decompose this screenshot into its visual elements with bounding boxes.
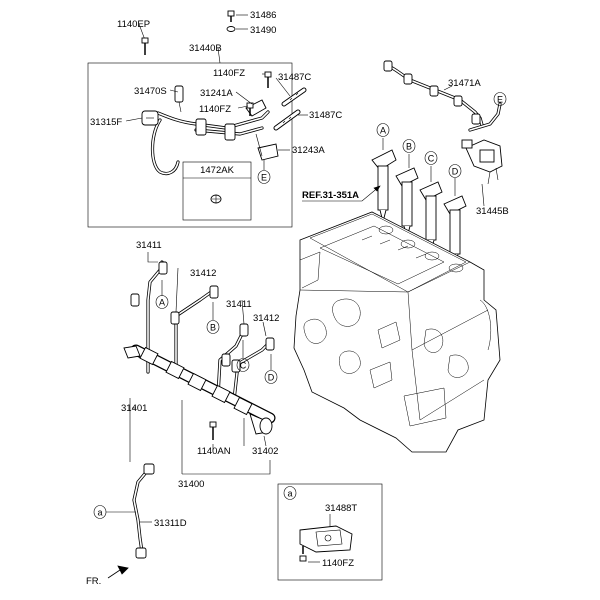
connector-31487C-lower-icon <box>273 109 301 131</box>
label-1140AN: 1140AN <box>197 446 231 457</box>
bolt-31486-icon <box>227 10 235 22</box>
bolt-1140FZ-icon <box>246 102 254 116</box>
svg-text:E: E <box>261 173 267 183</box>
svg-text:D: D <box>268 373 275 383</box>
marker-C-injector: C <box>424 151 438 165</box>
label-31486: 31486 <box>250 10 276 21</box>
svg-text:E: E <box>497 95 503 105</box>
marker-D-injector: D <box>448 164 462 178</box>
svg-text:D: D <box>452 167 459 177</box>
connector-31487C-upper-icon <box>281 87 307 107</box>
bolt-1140FZ-detail-icon <box>299 546 307 562</box>
marker-a-detail: a <box>283 486 297 500</box>
fuel-rail-31400-icon <box>123 344 276 435</box>
fitting-31470S-icon <box>174 85 184 113</box>
bolt-1140EP-icon <box>141 37 149 55</box>
label-31401: 31401 <box>121 403 147 414</box>
detail-box-a: a 31488T 1140FZ <box>277 483 383 581</box>
label-31490: 31490 <box>250 25 276 36</box>
hose-clamp-icon <box>224 123 236 141</box>
clip-detail-box <box>182 161 252 221</box>
bracket-31488T-icon <box>299 525 353 553</box>
label-1472AK: 1472AK <box>200 165 234 176</box>
return-hose-pipe <box>150 110 270 176</box>
label-fr: FR. <box>86 576 101 587</box>
label-31243A: 31243A <box>292 145 325 156</box>
svg-text:A: A <box>380 126 386 136</box>
clip-1472AK-icon <box>210 194 222 204</box>
label-31411-upper: 31411 <box>136 240 162 251</box>
return-hose-box-frame <box>87 62 293 228</box>
injector-return-line <box>383 60 502 132</box>
marker-A-injector: A <box>376 123 390 137</box>
injector-pipes <box>130 260 275 402</box>
svg-text:C: C <box>240 361 247 371</box>
marker-B-injector: B <box>402 139 416 153</box>
bracket-31243A-icon <box>255 133 279 161</box>
injector-B-icon <box>395 154 419 239</box>
marker-B-pipe: B <box>206 302 220 334</box>
return-hose-box: 1472AK <box>87 10 308 228</box>
label-1140FZ-lower: 1140FZ <box>199 104 231 115</box>
connector-31315F-icon <box>141 110 159 126</box>
svg-text:a: a <box>287 489 292 499</box>
hose-clamp-icon <box>195 118 207 136</box>
label-1140FZ-upper: 1140FZ <box>213 68 245 79</box>
injector-A-icon <box>371 138 397 223</box>
label-31412-lower: 31412 <box>253 313 279 324</box>
engine-block-illustration <box>293 211 501 453</box>
label-31412-upper: 31412 <box>190 268 216 279</box>
washer-31490-icon <box>226 26 236 32</box>
marker-C-pipe: C <box>236 340 250 372</box>
svg-text:C: C <box>428 154 435 164</box>
label-1140FZ-detail: 1140FZ <box>322 558 354 569</box>
label-ref-31-351A[interactable]: REF.31-351A <box>302 190 359 201</box>
front-direction-indicator: FR. <box>86 565 129 587</box>
label-31411-lower: 31411 <box>226 299 252 310</box>
label-31241A: 31241A <box>200 88 233 99</box>
label-31315F: 31315F <box>90 117 122 128</box>
bolt-1140FZ-icon <box>264 71 272 88</box>
label-31488T: 31488T <box>325 503 357 514</box>
svg-text:B: B <box>406 142 412 152</box>
svg-text:A: A <box>159 298 165 308</box>
svg-text:B: B <box>210 323 216 333</box>
marker-E-return: E <box>257 160 271 184</box>
bolt-1140AN-icon <box>209 421 217 440</box>
ref-link[interactable]: REF.31-351A <box>302 185 381 202</box>
front-arrow-icon <box>107 565 129 579</box>
label-31470S: 31470S <box>134 86 167 97</box>
injector-D-icon <box>443 178 467 267</box>
marker-E-filter: E <box>493 92 507 106</box>
label-31402: 31402 <box>252 446 278 457</box>
label-31400: 31400 <box>178 479 204 490</box>
fuel-filter-connector-31445B-icon <box>461 139 503 185</box>
label-31487C-lower: 31487C <box>309 110 342 121</box>
label-31445B: 31445B <box>476 206 509 217</box>
label-31311D: 31311D <box>154 518 187 529</box>
label-31471A: 31471A <box>448 78 481 89</box>
feed-pipe-31311D-icon <box>132 463 155 559</box>
label-1140EP: 1140EP <box>117 19 150 30</box>
label-31487C-upper: 31487C <box>278 72 311 83</box>
label-31440B: 31440B <box>189 43 222 54</box>
marker-A-pipe: A <box>155 280 169 309</box>
svg-text:a: a <box>97 508 102 518</box>
marker-D-pipe: D <box>264 354 278 384</box>
marker-a-pipe: a <box>93 505 136 519</box>
